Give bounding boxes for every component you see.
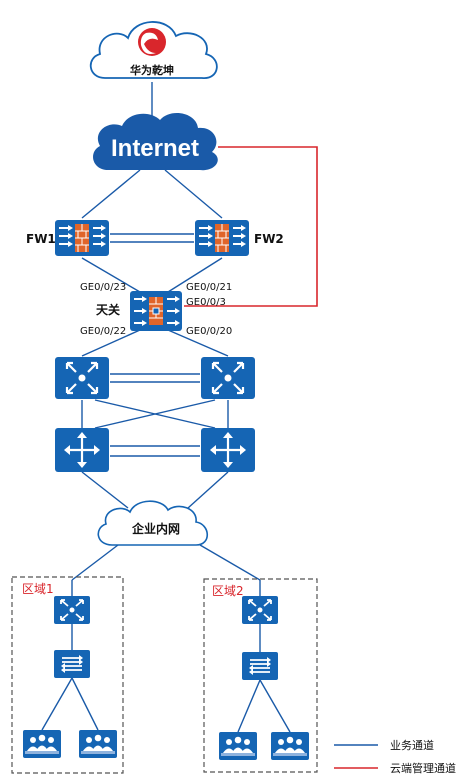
- internet-cloud: Internet: [93, 113, 218, 171]
- link-zone2-access-users1: [237, 679, 261, 733]
- zone-1-core-switch-icon: [53, 595, 91, 625]
- link-router2-intranet: [187, 471, 229, 509]
- link-zone2-access-users2: [259, 679, 291, 733]
- intranet-label: 企业内网: [131, 521, 180, 536]
- link-core2-router1: [94, 399, 216, 429]
- zone-2: 区域2: [203, 578, 318, 773]
- zone-2-label: 区域2: [212, 584, 244, 598]
- port-ge-0-0-3: GE0/0/3: [186, 297, 226, 308]
- huawei-qiankun-logo: [138, 28, 166, 56]
- router-1-icon: [53, 426, 111, 474]
- link-intranet-zone2: [199, 544, 261, 581]
- link-intranet-zone1: [71, 544, 119, 581]
- link-internet-fw2: [164, 169, 223, 219]
- cloud-management-link: [184, 146, 318, 307]
- fw2-label: FW2: [254, 232, 284, 246]
- internet-label: Internet: [111, 135, 199, 162]
- link-fw1-gateway: [81, 257, 141, 293]
- link-gateway-core2: [167, 329, 229, 357]
- huawei-qiankun-cloud: 华为乾坤: [89, 21, 218, 79]
- port-ge-0-0-20: GE0/0/20: [186, 326, 232, 337]
- zone-2-border: [203, 578, 318, 773]
- router-2-icon: [199, 426, 257, 474]
- zone-1-label: 区域1: [22, 582, 54, 596]
- legend-business-label: 业务通道: [390, 738, 434, 752]
- legend: 业务通道 云端管理通道: [334, 738, 456, 775]
- intranet-cloud: 企业内网: [97, 500, 209, 546]
- zone-2-core-switch-icon: [241, 595, 279, 625]
- core-switch-1-icon: [53, 355, 111, 401]
- zone-2-users-2-icon: [271, 732, 309, 760]
- zone-1-access-switch-icon: [53, 649, 91, 679]
- legend-mgmt-label: 云端管理通道: [390, 761, 456, 775]
- fw1-icon: [54, 219, 110, 257]
- zone-2-access-switch-icon: [241, 651, 279, 681]
- link-fw2-gateway: [167, 257, 223, 293]
- zone-1: 区域1: [11, 576, 124, 774]
- port-ge-0-0-21: GE0/0/21: [186, 282, 232, 293]
- gateway-label: 天关: [96, 302, 120, 317]
- brand-label: 华为乾坤: [130, 63, 174, 77]
- link-router1-intranet: [81, 471, 129, 509]
- zone-2-users-1-icon: [219, 732, 257, 760]
- core-switch-2-icon: [199, 355, 257, 401]
- zone-1-border: [11, 576, 124, 774]
- link-internet-fw1: [81, 169, 141, 219]
- gateway-icon: [129, 290, 183, 332]
- port-ge-0-0-23: GE0/0/23: [80, 282, 126, 293]
- link-gateway-core1: [81, 329, 141, 357]
- link-zone1-access-users2: [71, 677, 99, 731]
- fw1-label: FW1: [26, 232, 56, 246]
- zone-1-users-2-icon: [79, 730, 117, 758]
- fw2-icon: [194, 219, 250, 257]
- business-links: [41, 82, 291, 733]
- zone-1-users-1-icon: [23, 730, 61, 758]
- port-ge-0-0-22: GE0/0/22: [80, 326, 126, 337]
- link-zone1-access-users1: [41, 677, 73, 731]
